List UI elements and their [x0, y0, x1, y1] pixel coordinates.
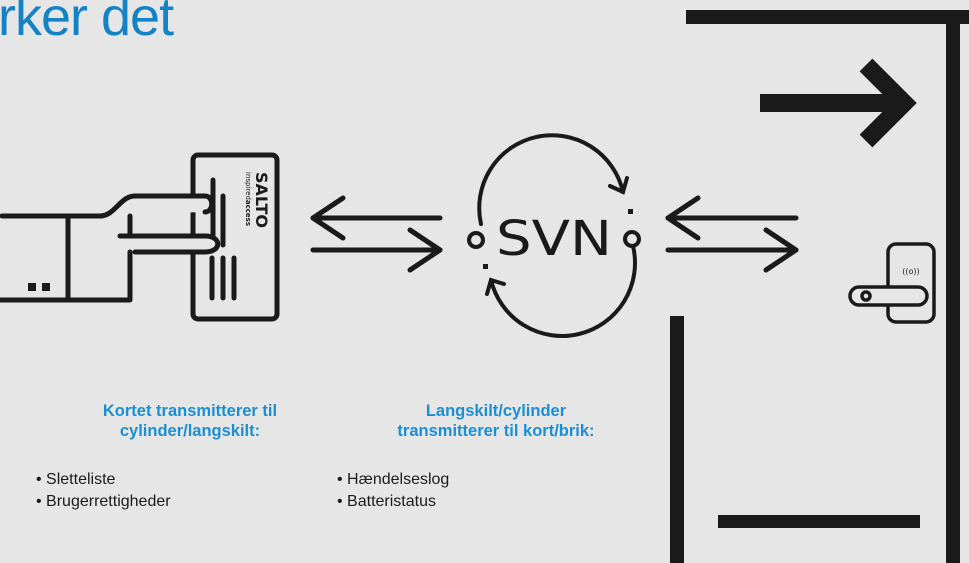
hand-holding-card-icon — [0, 152, 280, 322]
lock-signal-label: ((o)) — [902, 267, 919, 276]
exit-arrow-icon — [760, 58, 917, 148]
list-item: Brugerrettigheder — [36, 491, 171, 513]
hub-dot — [483, 264, 488, 269]
hub-label: SVN — [496, 211, 612, 267]
double-arrow-icon — [665, 195, 799, 273]
middle-column-list: Hændelseslog Batteristatus — [337, 469, 449, 513]
page-title: rker det — [0, 0, 174, 47]
card-brand: SALTO — [252, 172, 271, 228]
hub-dot — [628, 209, 633, 214]
door-frame — [670, 10, 969, 563]
double-arrow-icon — [310, 195, 443, 273]
door-lock-icon — [848, 242, 936, 324]
list-item: Hændelseslog — [337, 469, 449, 491]
left-column-list: Sletteliste Brugerrettigheder — [36, 469, 171, 513]
list-item: Batteristatus — [337, 491, 449, 513]
list-item: Sletteliste — [36, 469, 171, 491]
svn-sync-icon — [467, 133, 641, 339]
sleeve-button-dot — [28, 283, 36, 291]
sleeve-button-dot — [42, 283, 50, 291]
card-tagline: inspiredaccess — [244, 172, 252, 226]
